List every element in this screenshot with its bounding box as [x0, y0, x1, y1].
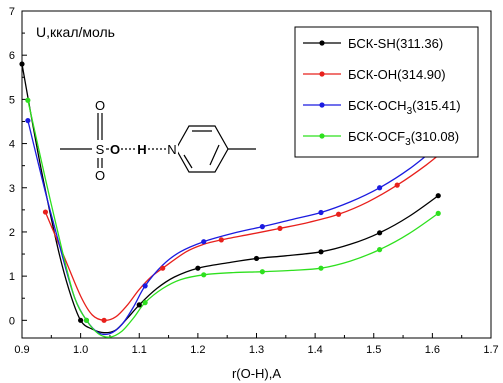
- y-tick-label: 1: [9, 271, 15, 283]
- data-point-series-4: [25, 97, 31, 103]
- x-axis-label: r(O-H),A: [232, 366, 281, 381]
- legend-label: БСК-SH(311.36): [348, 36, 443, 51]
- data-point-series-4: [318, 265, 324, 271]
- legend-label: БСК-OH(314.90): [348, 67, 446, 82]
- y-axis-label: U,ккал/моль: [36, 24, 115, 40]
- x-tick-label: 1.5: [366, 344, 381, 356]
- atom-n-bg: [166, 142, 178, 156]
- y-tick-label: 7: [9, 6, 15, 18]
- data-point-series-3: [25, 117, 31, 124]
- atom-s-bg: [92, 142, 104, 156]
- legend: БСК-SH(311.36) БСК-OH(314.90) БСК-OCH3(315…: [294, 26, 479, 158]
- legend-swatch-marker: [319, 133, 325, 139]
- data-point-series-2: [42, 209, 49, 215]
- x-tick-label: 1.0: [73, 344, 88, 356]
- data-point-series-2: [160, 265, 166, 271]
- data-point-series-3: [318, 209, 324, 216]
- y-tick-label: 2: [9, 227, 15, 239]
- legend-swatch-marker: [319, 71, 325, 77]
- legend-label: БСК-OCH3(315.41): [348, 98, 461, 117]
- data-point-series-1: [377, 230, 383, 236]
- x-tick-label: 1.2: [190, 344, 205, 356]
- curves: [21, 63, 457, 338]
- series-line-2: [44, 140, 457, 321]
- data-point-series-4: [142, 300, 148, 306]
- x-tick-label: 1.3: [249, 344, 264, 356]
- data-point-series-1: [435, 193, 441, 199]
- x-tick-label: 1.7: [483, 344, 498, 356]
- data-point-series-1: [195, 265, 201, 271]
- y-tick-label: 5: [9, 94, 15, 106]
- legend-swatch-marker: [319, 40, 325, 46]
- atom-o-top: O: [95, 98, 105, 113]
- axes: 0.9 1.0 1.1 1.2 1.3 1.4 1.5 1.6 1.7 0 1 2 3 4 5 6 7U,кка…: [9, 6, 499, 381]
- data-point-series-1: [253, 255, 260, 262]
- x-tick-label: 0.9: [14, 344, 29, 356]
- data-point-series-2: [101, 317, 107, 323]
- data-point-series-4: [201, 272, 207, 278]
- data-point-series-3: [259, 224, 265, 230]
- data-point-series-2: [335, 211, 342, 217]
- legend-label: БСК-OCF3(310.08): [348, 129, 459, 148]
- data-point-series-3: [142, 283, 148, 289]
- atom-n: N: [167, 142, 176, 157]
- x-tick-label: 1.4: [307, 344, 322, 356]
- legend-box: [294, 26, 479, 158]
- atom-s: S: [96, 142, 105, 157]
- pyridine-ring: [175, 125, 229, 173]
- series-line-4: [27, 100, 439, 338]
- atom-h: H: [137, 142, 146, 157]
- data-point-series-1: [78, 317, 84, 323]
- data-point-series-1: [318, 249, 324, 255]
- data-point-series-1: [19, 61, 25, 67]
- y-tick-label: 6: [9, 50, 15, 62]
- data-point-series-1: [136, 302, 142, 308]
- data-point-series-4: [83, 317, 90, 323]
- data-point-series-4: [435, 210, 441, 216]
- atom-o-bridge: O: [110, 142, 120, 157]
- data-point-series-3: [377, 185, 383, 191]
- atom-o-bottom: O: [95, 168, 105, 183]
- y-tick-label: 3: [9, 183, 15, 195]
- x-tick-label: 1.1: [132, 344, 147, 356]
- data-point-series-2: [394, 182, 400, 188]
- ring-double-bond-2: [209, 144, 220, 166]
- data-point-series-2: [277, 225, 283, 232]
- data-point-series-4: [377, 247, 383, 253]
- data-point-series-4: [259, 269, 265, 275]
- molecule-structure: [60, 113, 256, 173]
- series-line-1: [21, 63, 439, 334]
- x-tick-label: 1.6: [425, 344, 440, 356]
- data-point-series-2: [218, 237, 224, 243]
- molecule-atom-labels: S O O O H N: [92, 98, 178, 183]
- data-point-series-3: [201, 239, 207, 245]
- y-tick-label: 4: [9, 139, 15, 151]
- ring-double-bond-3: [183, 154, 193, 169]
- legend-swatch-marker: [319, 102, 325, 108]
- y-tick-label: 0: [9, 315, 15, 327]
